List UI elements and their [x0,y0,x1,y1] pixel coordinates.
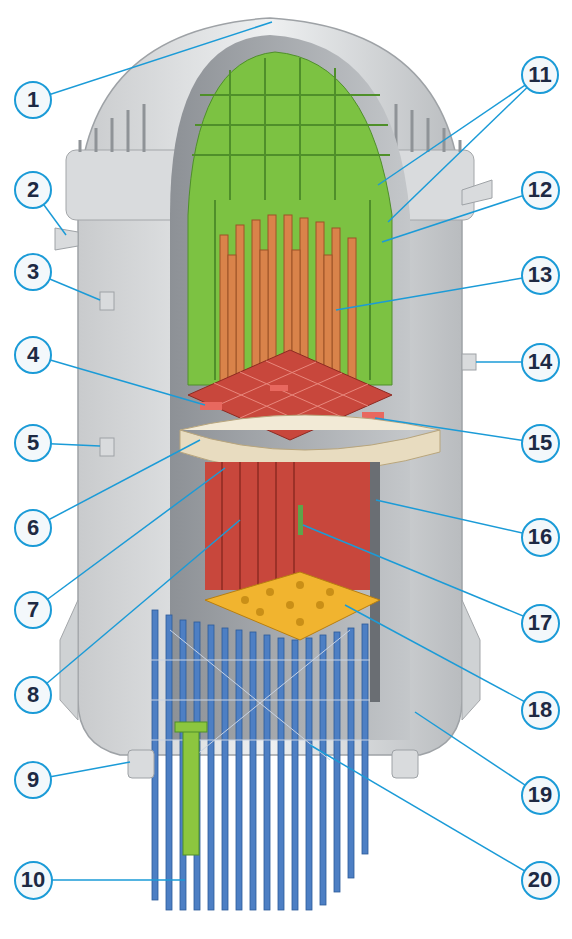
nozzle [462,180,492,205]
callout-circle: 16 [521,518,560,557]
vessel-cavity [170,35,410,740]
nozzle [55,228,78,250]
callout-circle: 15 [521,424,560,463]
leader-lines [33,22,540,880]
callout-number: 5 [27,432,39,454]
callout-number: 2 [27,179,39,201]
callout-number: 13 [528,264,552,286]
callout-number: 20 [528,869,552,891]
support-skirt [462,600,480,720]
callout-circle: 11 [521,56,559,94]
nozzle [462,354,476,370]
callout-circle: 7 [14,591,52,629]
callout-number: 8 [27,684,39,706]
callout-number: 12 [528,179,552,201]
callout-circle: 18 [521,691,560,730]
callout-circle: 3 [14,253,52,291]
nozzle [100,438,114,456]
callout-circle: 5 [14,424,52,462]
callout-number: 3 [27,261,39,283]
callout-circle: 20 [521,861,560,900]
callout-number: 18 [528,699,552,721]
reactor-core [205,462,380,590]
callout-number: 17 [528,612,552,634]
instrument-tube [298,505,303,535]
plate-holes [241,581,334,626]
callout-number: 10 [21,869,45,891]
callout-circle: 2 [14,171,52,209]
callout-circle: 19 [521,776,560,815]
callout-circle: 6 [14,509,52,547]
callout-circle: 17 [521,604,560,643]
callout-number: 7 [27,599,39,621]
callout-number: 16 [528,526,552,548]
callout-circle: 13 [521,256,560,295]
drive-unit-cap [175,722,207,732]
callout-circle: 9 [14,761,52,799]
callout-number: 19 [528,784,552,806]
callout-number: 4 [27,344,39,366]
nozzle [100,292,114,310]
callout-circle: 14 [521,343,560,382]
callout-circle: 1 [14,81,52,119]
callout-number: 15 [528,432,552,454]
callout-circle: 12 [521,171,560,210]
core-barrel-wall [370,462,380,702]
upper-internals [188,52,392,385]
callout-number: 1 [27,89,39,111]
callout-number: 11 [528,64,551,86]
drive-unit [183,725,199,855]
callout-number: 6 [27,517,39,539]
bottom-nozzle [392,750,418,778]
callout-number: 9 [27,769,39,791]
callout-circle: 4 [14,336,52,374]
callout-circle: 10 [14,861,53,900]
bottom-nozzle [128,750,154,778]
callout-circle: 8 [14,676,52,714]
callout-number: 14 [528,351,552,373]
